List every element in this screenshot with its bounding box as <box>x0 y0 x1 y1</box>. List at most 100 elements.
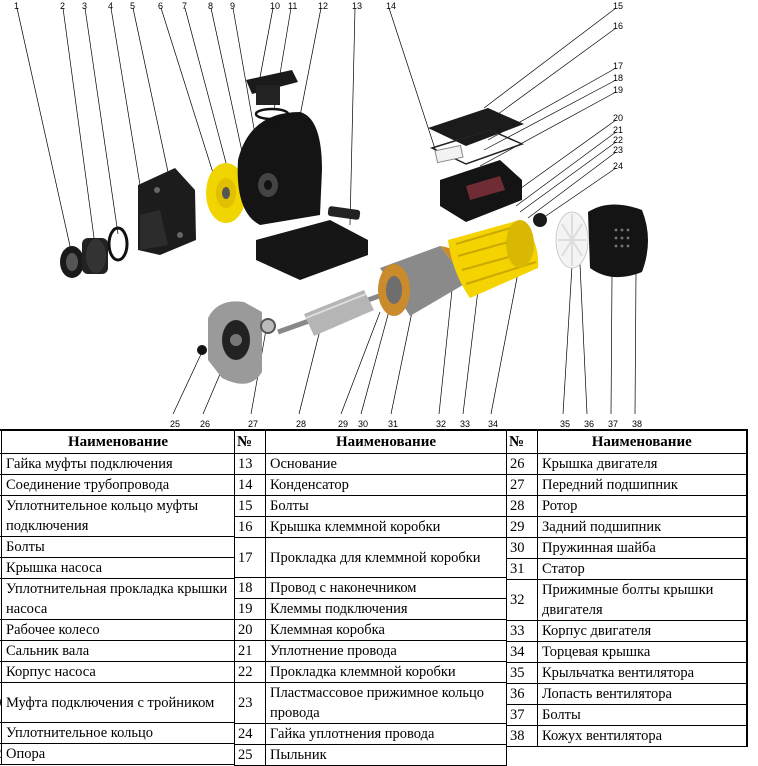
impeller-part <box>206 163 246 223</box>
part-name: Клеммная коробка <box>265 619 507 641</box>
part-number: 23 <box>234 682 266 724</box>
part-number: 30 <box>506 537 538 559</box>
callout-number-14: 14 <box>386 1 396 11</box>
header-name: Наименование <box>1 429 235 454</box>
part-name: Ротор <box>537 495 747 517</box>
table-row: 3Уплотнительное кольцо муфты подключения <box>0 495 235 537</box>
callout-leader-20 <box>509 119 617 197</box>
front-bearing-part <box>260 318 276 334</box>
part-number: 22 <box>234 661 266 683</box>
part-name: Гайка уплотнения провода <box>265 723 507 745</box>
callout-number-10: 10 <box>270 1 280 11</box>
fan-part <box>555 211 589 269</box>
part-number: 25 <box>234 744 266 766</box>
callout-number-9: 9 <box>230 1 235 11</box>
callout-number-2: 2 <box>60 1 65 11</box>
part-name: Задний подшипник <box>537 516 747 538</box>
callout-leader-18 <box>483 79 617 151</box>
part-name: Гайка муфты подключения <box>1 453 235 475</box>
callout-number-22: 22 <box>613 135 623 145</box>
pump-housing-part <box>237 112 322 225</box>
part-name: Корпус насоса <box>1 661 235 683</box>
callout-leader-21 <box>515 131 617 207</box>
part-number: 27 <box>506 474 538 496</box>
callout-leader-lines <box>16 7 637 415</box>
callout-number-4: 4 <box>108 1 113 11</box>
terminal-box-part <box>440 160 522 222</box>
callout-number-11: 11 <box>288 1 297 11</box>
motor-housing-part <box>448 220 539 298</box>
callout-leader-38 <box>634 271 637 415</box>
table-row: 6Уплотнительная прокладка крышки насоса <box>0 578 235 620</box>
callout-number-7: 7 <box>182 1 187 11</box>
part-name: Соединение трубопровода <box>1 474 235 496</box>
callout-number-20: 20 <box>613 113 623 123</box>
part-name: Пружинная шайба <box>537 537 747 559</box>
part-number: 13 <box>234 453 266 475</box>
motor-cover-part <box>208 301 262 384</box>
part-name: Муфта подключения с тройником <box>1 682 235 723</box>
callout-number-28: 28 <box>296 419 306 429</box>
callout-leader-9 <box>232 7 257 141</box>
callout-number-16: 16 <box>613 21 623 31</box>
callout-leader-6 <box>160 7 215 177</box>
part-name: Прокладка для клеммной коробки <box>265 537 507 578</box>
callout-leader-31 <box>390 311 413 415</box>
part-number: 31 <box>506 558 538 580</box>
part-name: Пыльник <box>265 744 507 766</box>
callout-number-23: 23 <box>613 145 623 155</box>
part-number: 37 <box>506 704 538 726</box>
callout-leader-8 <box>210 7 247 171</box>
callout-number-25: 25 <box>170 419 180 429</box>
header-name: Наименование <box>265 429 507 454</box>
part-name: Опора <box>1 743 235 765</box>
part-number: 29 <box>506 516 538 538</box>
table-row: 7Рабочее колесо <box>0 619 235 641</box>
part-number: 28 <box>506 495 538 517</box>
part-number: 20 <box>234 619 266 641</box>
table-row: 12Опора <box>0 743 235 765</box>
part-number: 16 <box>234 516 266 538</box>
part-name: Клеммы подключения <box>265 598 507 620</box>
callout-leader-36 <box>579 263 588 415</box>
callout-leader-33 <box>462 289 479 415</box>
part-name: Болты <box>537 704 747 726</box>
callout-number-38: 38 <box>632 419 642 429</box>
coupling-o-ring-part <box>107 226 129 262</box>
part-number: 33 <box>506 620 538 642</box>
callout-number-19: 19 <box>613 85 623 95</box>
part-name: Рабочее колесо <box>1 619 235 641</box>
callout-number-15: 15 <box>613 1 623 11</box>
part-number: 38 <box>506 725 538 747</box>
callout-leader-13 <box>349 7 356 226</box>
table-row: 11Уплотнительное кольцо <box>0 722 235 744</box>
callout-leader-35 <box>562 265 573 415</box>
part-name: Пластмассовое прижимное кольцо провода <box>265 682 507 724</box>
pump-cover-part <box>138 168 196 255</box>
capacitor-part <box>434 144 464 164</box>
callout-leader-30 <box>360 299 393 415</box>
callout-number-18: 18 <box>613 73 623 83</box>
header-num: № <box>234 429 266 454</box>
callout-number-32: 32 <box>436 419 446 429</box>
callout-leader-22 <box>519 141 617 213</box>
part-name: Уплотнение провода <box>265 640 507 662</box>
o-ring-part <box>254 107 290 121</box>
callout-number-26: 26 <box>200 419 210 429</box>
part-name: Уплотнительное кольцо <box>1 722 235 744</box>
